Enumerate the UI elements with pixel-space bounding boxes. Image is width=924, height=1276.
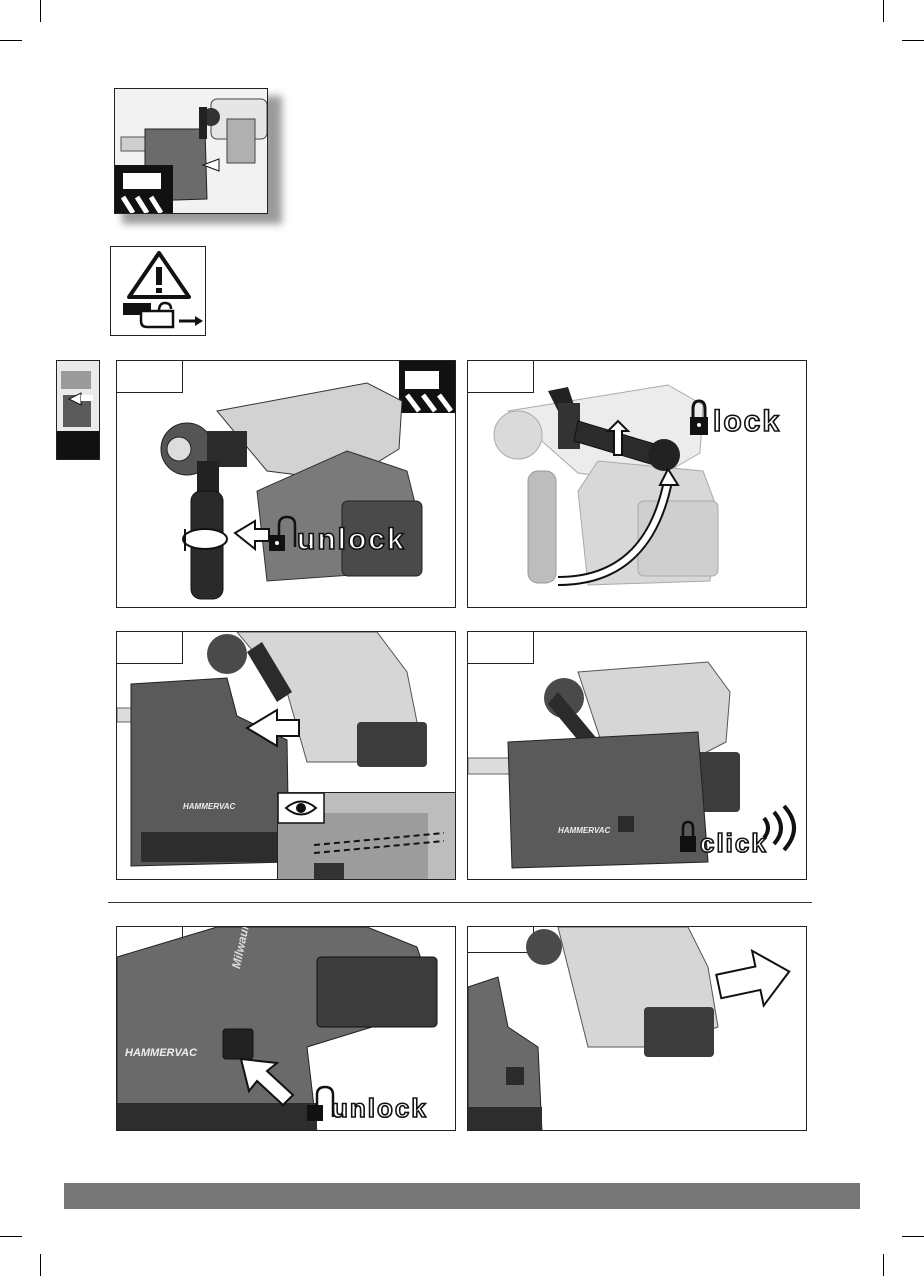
crop-mark <box>883 1254 884 1276</box>
warning-triangle-icon <box>111 247 206 336</box>
crop-mark <box>40 1254 41 1276</box>
section-divider <box>108 902 812 903</box>
side-thumbnail <box>56 360 100 460</box>
click-waves-icon <box>764 806 794 850</box>
unlock-label: unlock <box>297 523 406 557</box>
figure-panel-1: unlock <box>116 360 456 608</box>
warning-box <box>110 246 206 336</box>
lock-label: lock <box>713 405 781 439</box>
unlock-label: unlock <box>332 1093 428 1124</box>
crop-mark <box>0 1236 22 1237</box>
figure-panel-3: HAMMERVAC <box>116 631 456 880</box>
crop-mark <box>883 0 884 22</box>
figure-panel-6 <box>467 926 807 1131</box>
lock-icon <box>680 836 696 852</box>
overview-image <box>114 88 268 214</box>
figure-panel-2: lock <box>467 360 807 608</box>
arrow-icon <box>713 944 795 1014</box>
crop-mark <box>40 0 41 22</box>
accessory-brand: HAMMERVAC <box>183 802 235 811</box>
click-label: click <box>700 828 768 859</box>
accessory-brand: HAMMERVAC <box>558 826 610 835</box>
unlock-icon <box>307 1105 323 1121</box>
figure-panel-4: HAMMERVAC click <box>467 631 807 880</box>
crop-mark <box>902 1236 924 1237</box>
figure-panel-5: Milwaukee HAMMERVAC unlock <box>116 926 456 1131</box>
detail-inset <box>277 792 456 880</box>
crop-mark <box>0 40 22 41</box>
crop-mark <box>902 40 924 41</box>
page-footer-bar <box>64 1183 860 1209</box>
accessory-brand: HAMMERVAC <box>125 1047 197 1059</box>
